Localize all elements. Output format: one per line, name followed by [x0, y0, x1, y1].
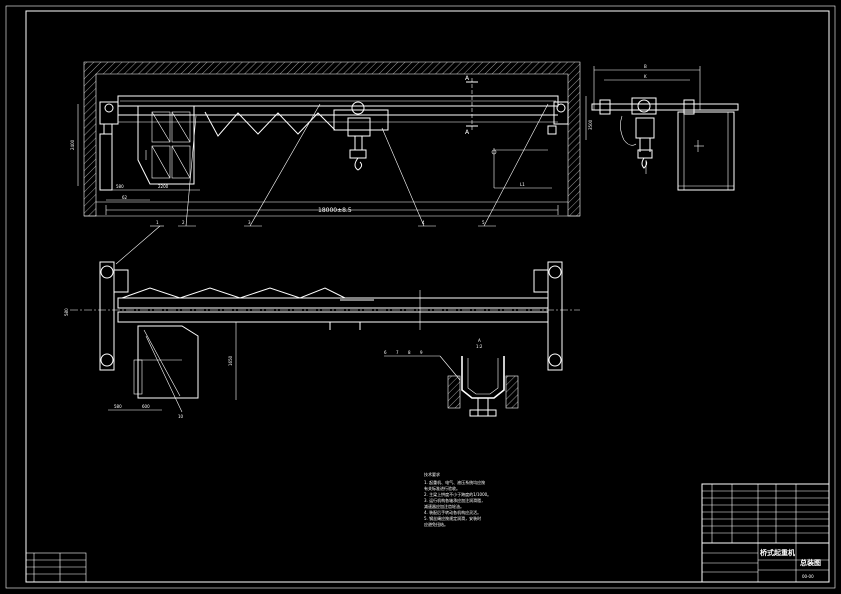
note-line-5: 减速器应加注齿轮油。	[424, 503, 464, 509]
section-a-a-detail: A 1:2 6 7 8 9	[384, 338, 519, 417]
end-truck-right	[547, 101, 569, 135]
dim-2200: 2200	[158, 184, 169, 189]
drawing-title: 桥式起重机	[760, 548, 795, 557]
callout-9: 9	[420, 350, 423, 355]
walkway-truss	[204, 111, 336, 137]
main-girder	[117, 95, 559, 123]
section-title: A	[478, 338, 481, 343]
dim-cab-600: 600	[142, 404, 150, 409]
plan-walkway-truss	[121, 287, 346, 299]
note-line-3: 2. 主梁上拱度不小于跨度的1/1000。	[424, 491, 491, 497]
callout-6: 6	[384, 350, 387, 355]
dim-b: B	[644, 64, 647, 69]
note-line-1: 1. 起重机、电气、液压系统均应按	[424, 479, 485, 485]
callout-5: 5	[482, 220, 485, 225]
side-cab	[677, 111, 735, 191]
dim-span: 18000±8.5	[318, 207, 352, 214]
technical-notes: 技术要求 1. 起重机、电气、液压系统均应按 有关标准进行验收。 2. 主梁上拱…	[424, 471, 491, 527]
callout-10: 10	[178, 414, 184, 419]
note-line-2: 有关标准进行验收。	[424, 485, 460, 491]
left-support-column	[99, 133, 113, 191]
note-line-4: 3. 运行机构各轴承应加注润滑脂，	[424, 497, 485, 503]
front-elevation-view: A A L1 18000±8.5 2400 580 2200 62	[70, 61, 581, 227]
dim-k: K	[644, 74, 647, 79]
building-wall-hatch	[83, 61, 581, 217]
callout-4: 4	[422, 220, 425, 225]
dim-plan-width: 580	[64, 308, 69, 316]
dim-3500: 3500	[588, 119, 593, 130]
side-elevation-view: B K 3500	[585, 64, 739, 191]
sheet-name: 总装图	[800, 558, 821, 567]
dim-62: 62	[122, 195, 128, 200]
note-line-8: 应避免扭结。	[424, 521, 448, 527]
callout-3: 3	[248, 220, 251, 225]
dim-l1: L1	[520, 182, 525, 187]
sheet-border	[5, 5, 836, 589]
plan-end-truck-left	[99, 261, 129, 371]
trolley-hoist	[333, 101, 389, 171]
title-block: 桥式起重机 总装图 00-00	[701, 483, 830, 583]
plan-cab	[133, 325, 199, 399]
callout-8: 8	[408, 350, 411, 355]
dim-cab-580: 580	[114, 404, 122, 409]
plan-end-truck-right	[533, 261, 563, 371]
note-line-6: 4. 装配后手转动各机构应灵活。	[424, 509, 481, 515]
dim-height-left: 2400	[70, 139, 75, 150]
end-truck-left	[99, 101, 119, 135]
section-label-a-top: A	[465, 75, 470, 82]
notes-title: 技术要求	[424, 471, 440, 477]
operator-cab	[137, 105, 195, 185]
callout-7: 7	[396, 350, 399, 355]
section-scale: 1:2	[476, 344, 483, 349]
dim-580: 580	[116, 184, 124, 189]
revision-table	[25, 552, 87, 583]
plan-view: 580 1650 580 600 1 10	[64, 220, 580, 419]
note-line-7: 5. 钢丝绳应按规定润滑，安装时	[424, 515, 481, 521]
dim-cab-height: 1650	[228, 355, 233, 366]
callout-2: 2	[182, 220, 185, 225]
callout-1: 1	[156, 220, 159, 225]
plan-girder	[70, 290, 580, 330]
callout-leaders-front	[178, 103, 549, 227]
section-label-a-bottom: A	[465, 129, 470, 136]
drawing-code: 00-00	[802, 574, 814, 579]
